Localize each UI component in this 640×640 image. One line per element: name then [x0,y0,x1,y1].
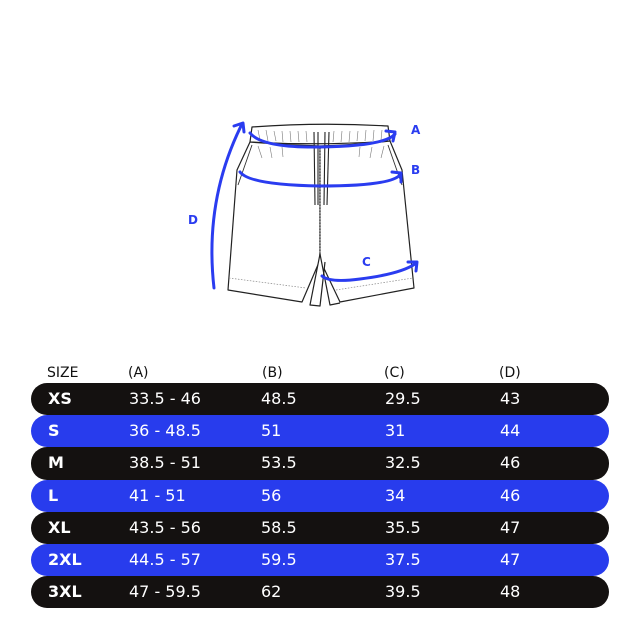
size-cell: XS [48,389,72,408]
c-cell: 32.5 [385,453,421,473]
a-cell: 43.5 - 56 [129,517,201,537]
c-cell: 35.5 [385,517,421,537]
table-row: S 36 - 48.5 51 31 44 [31,415,609,448]
table-header: SIZE (A) (B) (C) (D) [0,364,640,382]
label-c: C [362,255,371,269]
c-cell: 31 [385,421,406,441]
size-cell: L [48,485,59,505]
a-cell: 33.5 - 46 [129,389,201,408]
size-cell: 2XL [48,549,82,569]
a-cell: 38.5 - 51 [129,453,201,473]
a-cell: 44.5 - 57 [129,549,201,569]
c-cell: 39.5 [385,582,421,602]
table-row: XL 43.5 - 56 58.5 35.5 47 [31,511,609,544]
size-cell: M [48,453,64,473]
d-cell: 47 [500,549,521,569]
table-row: 2XL 44.5 - 57 59.5 37.5 47 [31,543,609,577]
table-row: XS 33.5 - 46 48.5 29.5 43 [31,383,609,416]
size-cell: 3XL [48,582,82,602]
a-cell: 36 - 48.5 [129,421,201,441]
b-cell: 62 [261,582,282,602]
size-cell: S [48,421,60,441]
b-cell: 59.5 [261,549,297,569]
a-cell: 47 - 59.5 [129,582,201,602]
header-c: (C) [384,365,405,381]
b-cell: 56 [261,485,282,505]
shorts-measurement-diagram-icon [210,121,419,307]
d-cell: 47 [500,517,521,537]
label-d: D [188,213,198,227]
b-cell: 53.5 [261,453,297,473]
d-cell: 44 [500,421,521,441]
d-cell: 48 [500,582,521,602]
a-cell: 41 - 51 [129,485,186,505]
b-cell: 48.5 [261,389,297,408]
table-row: M 38.5 - 51 53.5 32.5 46 [31,447,609,480]
d-cell: 46 [500,485,521,505]
shorts-diagram: A B C D [188,121,421,307]
table-row: 3XL 47 - 59.5 62 39.5 48 [31,576,609,609]
c-cell: 37.5 [385,549,421,569]
label-a: A [411,123,421,137]
size-cell: XL [48,517,71,537]
table-row: L 41 - 51 56 34 46 [31,479,609,512]
header-a: (A) [128,365,149,381]
c-cell: 29.5 [385,389,421,408]
c-cell: 34 [385,485,406,505]
b-cell: 51 [261,421,282,441]
label-b: B [411,163,421,177]
d-cell: 46 [500,453,521,473]
header-b: (B) [262,365,283,381]
d-cell: 43 [500,389,521,408]
size-table: XS 33.5 - 46 48.5 29.5 43 S 36 - 48.5 51… [31,383,609,609]
b-cell: 58.5 [261,517,297,537]
header-d: (D) [499,365,521,381]
header-size: SIZE [47,365,79,381]
